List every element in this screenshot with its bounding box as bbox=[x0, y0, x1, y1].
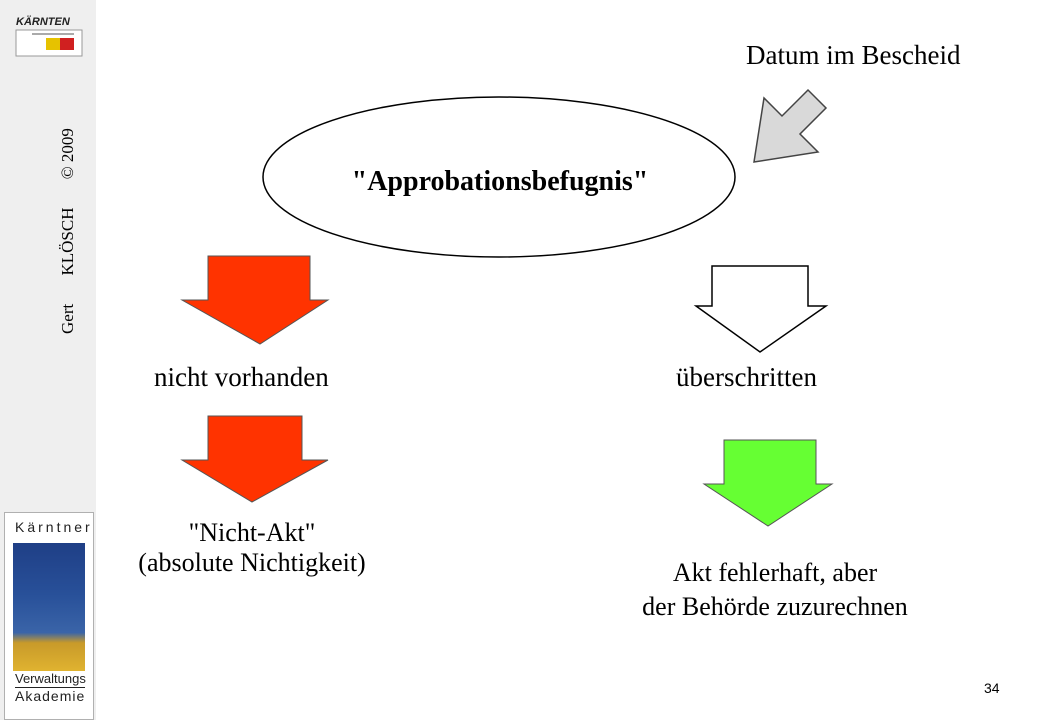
copyright-text: © 2009 bbox=[58, 128, 77, 180]
academy-name-line1: Verwaltungs bbox=[15, 671, 86, 686]
akt-fehlerhaft-block: Akt fehlerhaft, aber der Behörde zuzurec… bbox=[590, 556, 960, 624]
behoerde-zuzurechnen-label: der Behörde zuzurechnen bbox=[642, 592, 908, 621]
nicht-akt-label: "Nicht-Akt" bbox=[188, 518, 316, 547]
academy-region-label: Kärntner bbox=[15, 519, 93, 535]
absolute-nichtigkeit-label: (absolute Nichtigkeit) bbox=[138, 548, 366, 577]
nicht-vorhanden-label: nicht vorhanden bbox=[154, 362, 329, 392]
academy-painting-icon bbox=[13, 543, 85, 671]
gray-diagonal-arrow-icon bbox=[753, 88, 828, 163]
sidebar: KÄRNTEN Gert KLÖSCH © 2009 Kärntner Verw… bbox=[0, 0, 96, 720]
green-down-arrow-icon bbox=[702, 439, 834, 527]
white-down-arrow-icon bbox=[693, 265, 829, 353]
author-first-name: Gert bbox=[58, 303, 77, 334]
ueberschritten-label: überschritten bbox=[676, 362, 817, 392]
coat-of-arms-icon bbox=[15, 29, 83, 57]
author-credit: Gert KLÖSCH © 2009 bbox=[58, 104, 78, 334]
approbation-label: "Approbationsbefugnis" bbox=[351, 166, 649, 197]
akt-fehlerhaft-label: Akt fehlerhaft, aber bbox=[672, 558, 878, 587]
red-down-arrow-2-icon bbox=[180, 415, 329, 503]
nicht-akt-block: "Nicht-Akt" (absolute Nichtigkeit) bbox=[100, 518, 404, 578]
approbation-ellipse bbox=[262, 96, 736, 258]
kaernten-logo-text: KÄRNTEN bbox=[16, 16, 70, 28]
academy-logo: Kärntner Verwaltungs Akademie bbox=[4, 512, 94, 720]
datum-label: Datum im Bescheid bbox=[746, 40, 961, 70]
academy-name-line2: Akademie bbox=[15, 687, 86, 704]
red-down-arrow-icon bbox=[180, 255, 330, 345]
author-last-name: KLÖSCH bbox=[58, 207, 77, 276]
kaernten-logo: KÄRNTEN bbox=[12, 16, 84, 58]
page-number: 34 bbox=[984, 680, 1000, 696]
